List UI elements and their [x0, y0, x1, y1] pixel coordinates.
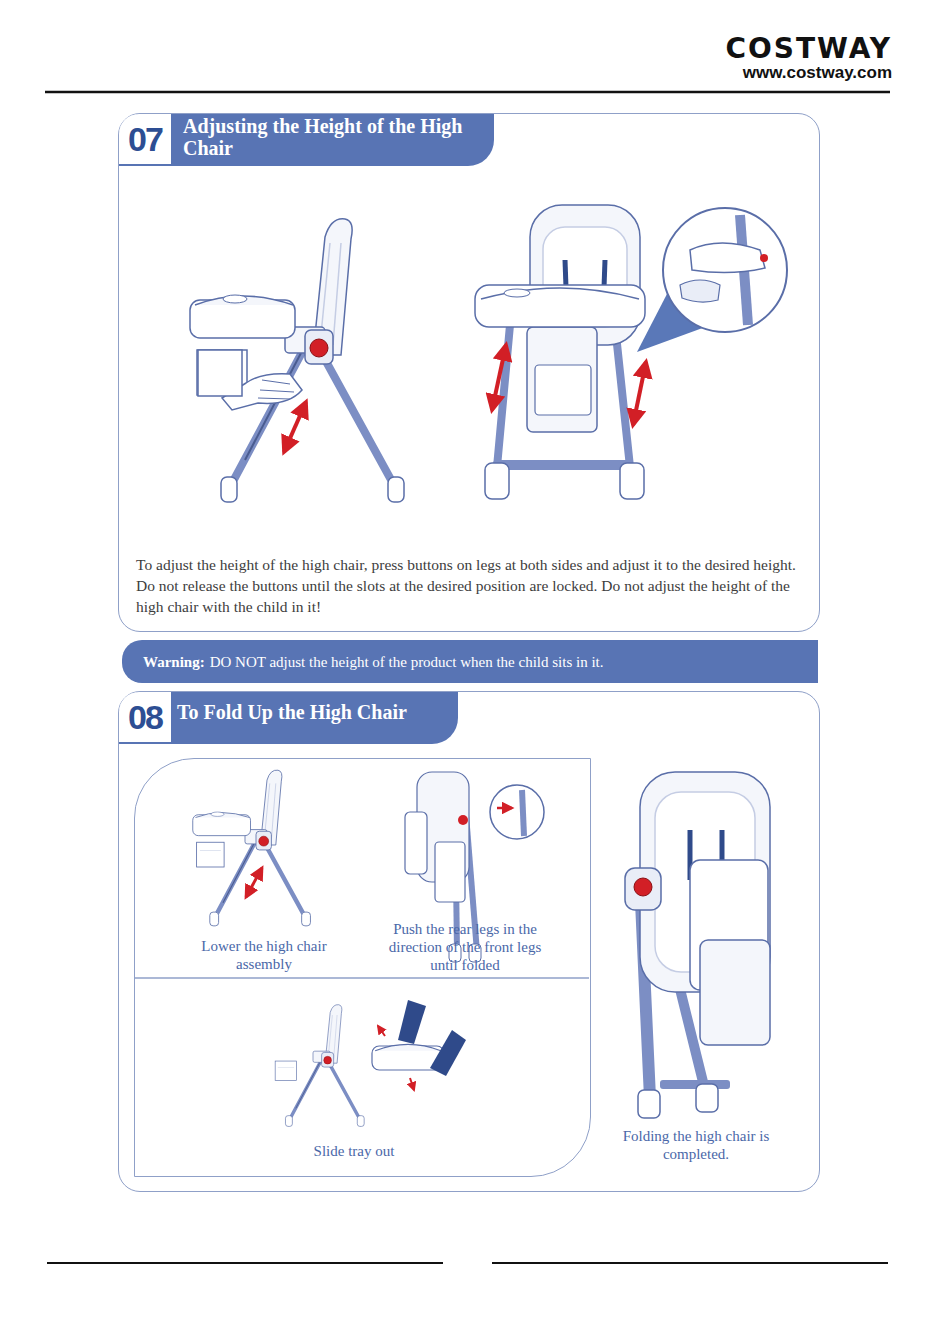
section-panel: Folding the high chair is completed. 08 To… — [118, 691, 820, 1192]
brand-logo: COSTWAY — [640, 34, 892, 64]
text-slot: 08 — [119, 692, 171, 742]
text-slot: To adjust the height of the high chair, … — [136, 554, 804, 617]
step-caption: Folding the high chair is completed. — [601, 1127, 791, 1163]
text-slot: Slide tray out — [254, 1142, 454, 1160]
step-caption: Push the rear legs in the direction of t… — [385, 920, 545, 974]
label-slot: www.costway.com — [640, 63, 892, 83]
step-caption: Lower the high chair assembly — [199, 937, 329, 973]
text-row: Warning: DO NOT adjust the height of the … — [122, 640, 818, 683]
text-slot: Lower the high chair assembly — [199, 937, 329, 973]
warning-text: DO NOT adjust the height of the product … — [210, 653, 604, 671]
text-slot: To Fold Up the High Chair — [177, 701, 447, 723]
label-slot: COSTWAY — [640, 34, 892, 64]
text-slot: 07 — [119, 114, 171, 164]
section-header-band: 07 Adjusting the Height of the High Chair — [119, 114, 494, 166]
step-caption: Slide tray out — [254, 1142, 454, 1160]
section-title: Adjusting the Height of the High Chair — [183, 115, 483, 159]
text-slot: Adjusting the Height of the High Chair — [183, 115, 483, 159]
warning-band: Warning: DO NOT adjust the height of the … — [122, 640, 818, 683]
text-slot: Push the rear legs in the direction of t… — [385, 920, 545, 974]
section-number: 07 — [119, 114, 171, 164]
section-panel: To adjust the height of the high chair, … — [118, 113, 820, 632]
text-slot: Folding the high chair is completed. — [601, 1127, 791, 1163]
warning-label: Warning: — [143, 653, 205, 671]
brand-url: www.costway.com — [640, 63, 892, 83]
section-header-band: 08 To Fold Up the High Chair — [119, 692, 458, 744]
section-title: To Fold Up the High Chair — [177, 701, 447, 723]
instruction-text: To adjust the height of the high chair, … — [136, 554, 804, 617]
step-box: Lower the high chair assembly Push the re… — [134, 758, 591, 1177]
section-number: 08 — [119, 692, 171, 742]
